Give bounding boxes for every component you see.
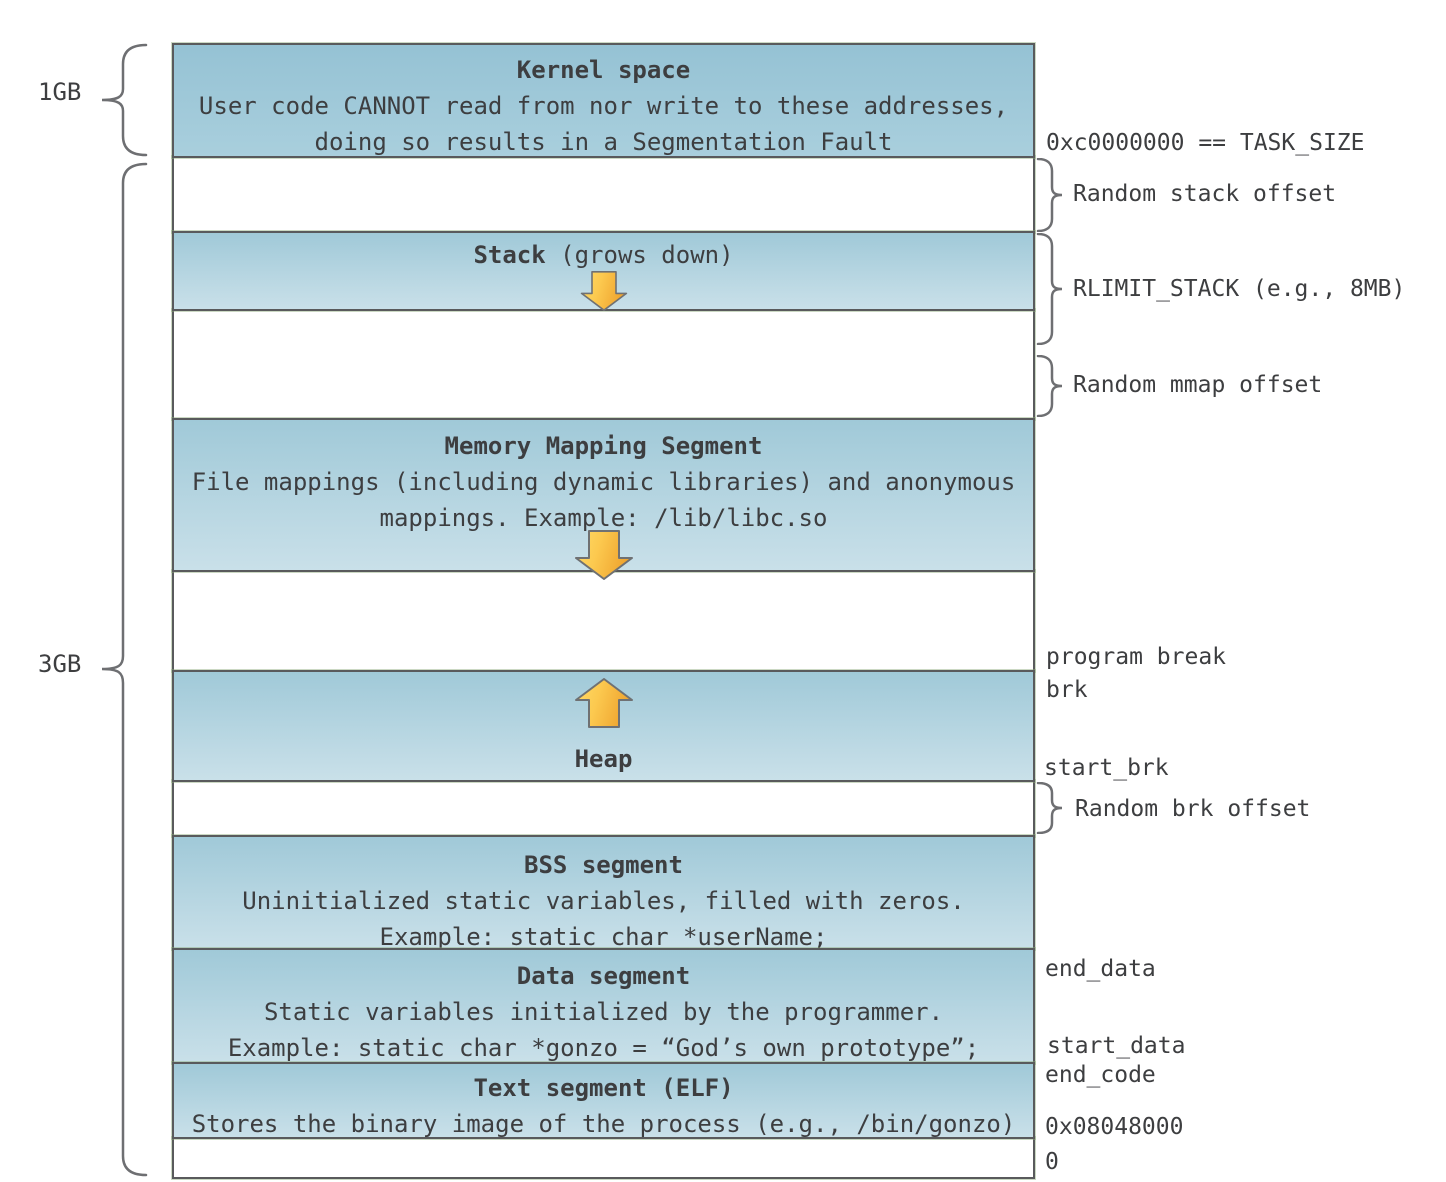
segment-description-line: mappings. Example: /lib/libc.so <box>379 504 828 532</box>
segment-bss: BSS segment Uninitialized static variabl… <box>172 835 1035 951</box>
segment-description-line: Example: static char *userName; <box>379 923 828 951</box>
segment-title: Data segment <box>516 962 691 990</box>
segment-title: Memory Mapping Segment <box>444 432 763 460</box>
label-start-brk: start_brk <box>1044 755 1169 781</box>
gap-random-brk-offset <box>172 780 1035 837</box>
segment-title: BSS segment <box>524 851 683 879</box>
user-space-size-label: 3GB <box>38 650 82 678</box>
segment-heap: Heap <box>172 670 1035 782</box>
segment-description-line: User code CANNOT read from nor write to … <box>198 92 1009 120</box>
segment-description-line: Stores the binary image of the process (… <box>191 1110 1016 1138</box>
label-random-brk-offset: Random brk offset <box>1075 796 1311 822</box>
kernel-size-label: 1GB <box>38 78 82 106</box>
gap-random-mmap-offset <box>172 309 1035 420</box>
label-zero-address: 0 <box>1045 1149 1059 1175</box>
label-random-stack-offset: Random stack offset <box>1073 181 1337 207</box>
label-start-data: start_data <box>1047 1033 1186 1059</box>
segment-description-line: Example: static char *gonzo = “God’s own… <box>227 1034 980 1062</box>
heap-grows-up-arrow-icon <box>574 678 633 728</box>
segment-data: Data segment Static variables initialize… <box>172 948 1035 1064</box>
segment-title: Text segment (ELF) <box>473 1074 734 1102</box>
label-end-data: end_data <box>1045 956 1156 982</box>
segment-description-line: Static variables initialized by the prog… <box>263 998 944 1026</box>
segment-text: Text segment (ELF) Stores the binary ima… <box>172 1062 1035 1139</box>
segment-stack: Stack (grows down) <box>172 231 1035 311</box>
label-rlimit-stack: RLIMIT_STACK (e.g., 8MB) <box>1073 276 1406 302</box>
segment-title: Kernel space <box>516 56 691 84</box>
gap-program-break-room <box>172 570 1035 672</box>
label-random-mmap-offset: Random mmap offset <box>1073 372 1323 398</box>
random-mmap-offset-brace-icon <box>1036 355 1063 417</box>
segment-title-line: Stack (grows down) <box>174 237 1033 273</box>
segment-subtitle: (grows down) <box>545 241 734 269</box>
label-program-break: program break <box>1046 644 1227 670</box>
gap-null-page <box>172 1137 1035 1179</box>
kernel-size-brace-icon <box>101 43 148 157</box>
random-stack-offset-brace-icon <box>1036 158 1063 232</box>
random-brk-offset-brace-icon <box>1036 782 1063 834</box>
gap-random-stack-offset <box>172 156 1035 233</box>
label-brk: brk <box>1046 677 1088 703</box>
segment-memory-mapping: Memory Mapping Segment File mappings (in… <box>172 418 1035 580</box>
label-text-start-address: 0x08048000 <box>1045 1114 1184 1140</box>
label-end-code: end_code <box>1045 1062 1156 1088</box>
rlimit-stack-brace-icon <box>1036 233 1063 345</box>
label-task-size: 0xc0000000 == TASK_SIZE <box>1046 130 1365 156</box>
segment-description-line: Uninitialized static variables, filled w… <box>242 887 965 915</box>
segment-kernel-space: Kernel space User code CANNOT read from … <box>172 43 1035 158</box>
user-space-size-brace-icon <box>101 162 148 1177</box>
segment-title: Stack <box>473 241 546 269</box>
mmap-grows-down-arrow-icon <box>574 530 633 580</box>
segment-description-line: doing so results in a Segmentation Fault <box>314 128 893 156</box>
stack-grows-down-arrow-icon <box>580 271 627 311</box>
segment-title: Heap <box>574 745 633 773</box>
segment-description-line: File mappings (including dynamic librari… <box>191 468 1016 496</box>
